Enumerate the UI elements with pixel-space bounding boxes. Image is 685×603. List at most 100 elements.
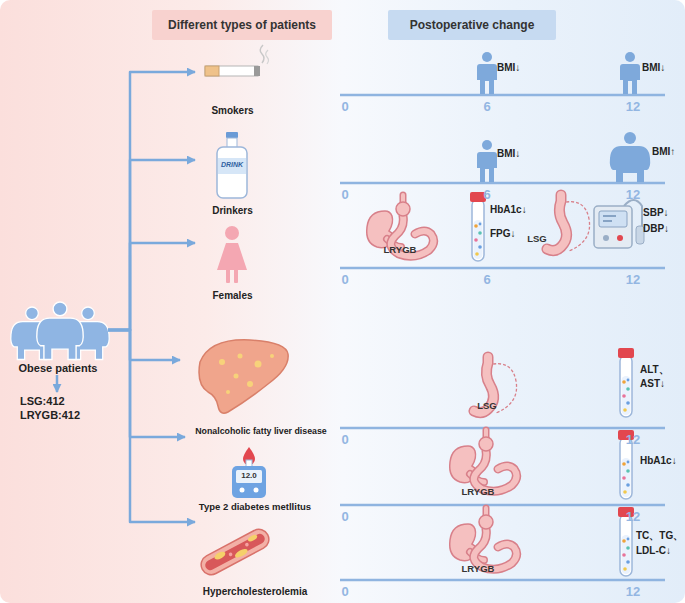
axis-tick-number: 6: [483, 99, 490, 115]
person-icons: [610, 132, 650, 182]
outcome-label: HbA1c↓: [490, 204, 527, 216]
axis-tick-number: 12: [626, 432, 640, 448]
procedure-label: LRYGB: [384, 244, 417, 255]
bottle-icon: [218, 158, 246, 174]
outcome-label: FPG↓: [490, 228, 516, 240]
liver-icon: [226, 390, 230, 394]
artery-icon: [244, 542, 249, 547]
glucometer-icon: [254, 488, 259, 493]
timeline-axis: [340, 579, 665, 582]
axis-tick-number: 12: [626, 99, 640, 115]
header-box: Different types of patients: [152, 10, 332, 40]
node-text: Females: [212, 290, 252, 302]
branch-arrow: [108, 330, 195, 522]
test-tube-icons: [618, 348, 634, 417]
liver-icon: [255, 361, 262, 368]
branch-arrow: [108, 330, 180, 360]
axis-tick-number: 0: [341, 584, 348, 600]
procedure-label: LSG: [527, 233, 547, 244]
axis-tick-number: 12: [626, 187, 640, 203]
node-text: Postoperative change: [410, 18, 535, 32]
outcome-label: BMI↓: [497, 148, 520, 160]
axis-tick-number: 12: [626, 584, 640, 600]
obese-patients-icon: [11, 302, 109, 360]
patient-group: Drinkers: [195, 128, 270, 217]
axis-tick-number: 0: [341, 272, 348, 288]
obese-patients-icon: [37, 302, 83, 360]
blood-pressure-monitor-icon: [594, 206, 632, 248]
node-text: Nonalcoholic fatty liver disease: [195, 426, 327, 437]
outcome-label: LDL-C↓: [636, 545, 671, 557]
node-text: Different types of patients: [168, 18, 316, 32]
branch-arrow: [56, 375, 59, 392]
outcome-label: TC、TG、: [636, 530, 683, 542]
branch-arrow: [108, 243, 195, 330]
bottle-icon: [217, 132, 247, 198]
stomach-icons: [450, 508, 517, 569]
node-text: Smokers: [211, 105, 253, 117]
bottle-icon: [226, 132, 238, 138]
node-text: Drinkers: [212, 205, 253, 217]
axis-tick-number: 0: [341, 509, 348, 525]
patient-group: Obese patients: [8, 300, 108, 375]
patient-group: Hypercholesterolemia: [195, 528, 315, 598]
node-text: Type 2 diabetes metllitus: [199, 501, 311, 512]
outcome-label: BMI↓: [642, 62, 665, 74]
blood-pressure-monitor-icon: [603, 220, 612, 222]
artery-icon: [204, 532, 267, 572]
node-text: LSG:412: [20, 394, 65, 408]
glucometer-icon: [240, 488, 245, 493]
axis-tick-number: 0: [341, 432, 348, 448]
timeline-axis: [340, 427, 665, 430]
blood-pressure-monitor-icon: [594, 200, 644, 248]
stomach-icons: [474, 357, 517, 413]
cigarette-icon: [254, 66, 260, 76]
axis-tick-number: 6: [483, 272, 490, 288]
timeline-axis: [340, 182, 665, 185]
glucometer-icon: [232, 466, 266, 498]
blood-pressure-monitor-icon: [603, 235, 609, 241]
female-icon: [217, 243, 247, 270]
branch-arrow: [108, 72, 195, 330]
person-icons: [477, 140, 497, 182]
person-icons: [620, 52, 640, 94]
procedure-label: LRYGB: [462, 486, 495, 497]
outcome-label: HbA1c↓: [640, 455, 677, 467]
sample-count-box: LSG:412LRYGB:412: [20, 392, 100, 424]
liver-icon: [270, 354, 274, 358]
cigarette-icon: [260, 45, 264, 63]
artery-icon: [234, 547, 249, 559]
axis-tick-number: 0: [341, 187, 348, 203]
bottle-icon: [217, 147, 247, 198]
timeline-axis: [340, 95, 665, 580]
blood-pressure-monitor-icon: [599, 211, 627, 227]
female-icon: [217, 226, 247, 283]
female-icon: [226, 269, 230, 283]
timeline-axis: [340, 94, 665, 97]
axis-tick-number: 0: [341, 99, 348, 115]
glucometer-icon: [232, 447, 266, 498]
branch-arrow: [108, 160, 195, 330]
cigarette-icon: [205, 66, 259, 76]
liver-icon: [238, 354, 243, 359]
outcome-label: BMI↑: [652, 146, 675, 158]
outcome-label: ALT、: [640, 364, 669, 376]
cigarette-icon: [205, 66, 219, 76]
artery-icon: [247, 534, 258, 543]
liver-icon: [247, 381, 253, 387]
artery-icon: [198, 526, 273, 578]
cigarette-icon: [205, 45, 269, 76]
patient-group: Females: [195, 222, 270, 302]
liver-icon: [219, 359, 225, 365]
timeline-axis: [340, 267, 665, 270]
artery-icon: [213, 550, 226, 561]
blood-pressure-monitor-icon: [636, 226, 644, 244]
outcome-label: SBP↓: [643, 207, 669, 219]
node-text: Hypercholesterolemia: [203, 586, 308, 598]
blood-pressure-monitor-icon: [617, 235, 623, 241]
glucometer-icon: [236, 470, 262, 483]
patient-group: Nonalcoholic fatty liver disease: [180, 338, 342, 437]
axis-tick-number: 6: [483, 187, 490, 203]
liver-icon: [199, 340, 288, 413]
